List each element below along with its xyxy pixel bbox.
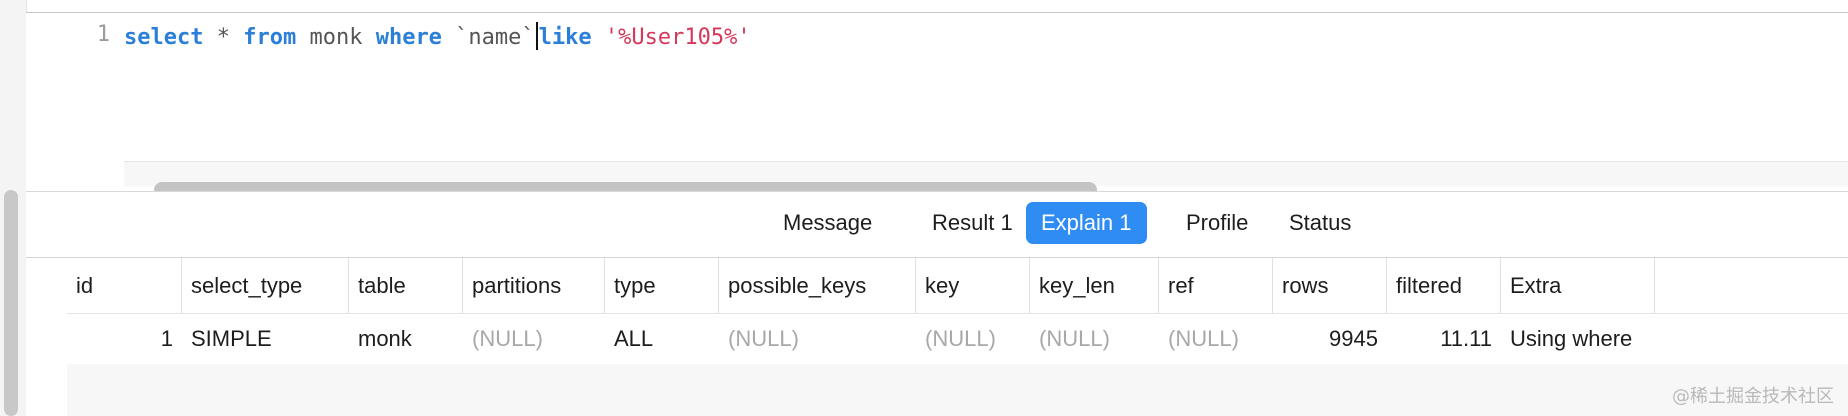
grid-empty-area: [67, 364, 1848, 416]
cell-partitions[interactable]: (NULL): [472, 326, 543, 351]
line-number: 1: [96, 22, 110, 47]
table-token: monk: [296, 25, 376, 50]
row-gutter: [26, 258, 68, 416]
cell-rows[interactable]: 9945: [1329, 326, 1378, 351]
column-header-filtered[interactable]: filtered: [1387, 258, 1501, 313]
cell-possible-keys[interactable]: (NULL): [728, 326, 799, 351]
top-border: [26, 12, 1848, 13]
string-literal: '%User105%': [591, 25, 751, 50]
explain-grid: id select_type table partitions type pos…: [26, 258, 1848, 416]
keyword-where: where: [375, 25, 442, 50]
cell-ref[interactable]: (NULL): [1168, 326, 1239, 351]
tab-explain-1[interactable]: Explain 1: [1026, 202, 1147, 244]
table-row[interactable]: 1 SIMPLE monk (NULL) ALL (NULL) (NULL) (…: [67, 314, 1848, 364]
column-header-extra[interactable]: Extra: [1501, 258, 1655, 313]
column-header-key[interactable]: key: [916, 258, 1030, 313]
cell-table[interactable]: monk: [358, 326, 412, 351]
column-header-id[interactable]: id: [67, 258, 182, 313]
panel-divider[interactable]: [26, 191, 1848, 192]
left-rail: [0, 0, 27, 416]
keyword-select: select: [124, 25, 204, 50]
column-header-type[interactable]: type: [605, 258, 719, 313]
watermark: @稀土掘金技术社区: [1672, 386, 1834, 407]
star-token: *: [203, 25, 244, 50]
horizontal-scrollbar[interactable]: [124, 161, 1848, 198]
sql-editor[interactable]: 1 select * from monk where `name`like '%…: [26, 13, 1848, 198]
text-caret: [535, 22, 538, 50]
cell-key-len[interactable]: (NULL): [1039, 326, 1110, 351]
cell-filtered[interactable]: 11.11: [1440, 326, 1492, 351]
keyword-from: from: [243, 25, 297, 50]
keyword-like: like: [538, 25, 592, 50]
tab-profile[interactable]: Profile: [1186, 210, 1249, 235]
column-header-partitions[interactable]: partitions: [463, 258, 605, 313]
tab-message[interactable]: Message: [783, 210, 873, 235]
vertical-scrollbar-thumb[interactable]: [4, 190, 18, 416]
column-token: `name`: [441, 25, 535, 50]
code-line[interactable]: select * from monk where `name`like '%Us…: [124, 22, 751, 50]
result-tabs: Message Result 1 Explain 1 Profile Statu…: [26, 192, 1848, 258]
column-header-rows[interactable]: rows: [1273, 258, 1387, 313]
cell-id[interactable]: 1: [160, 326, 173, 351]
column-header-ref[interactable]: ref: [1159, 258, 1273, 313]
tab-result-1[interactable]: Result 1: [932, 210, 1013, 235]
header-row: id select_type table partitions type pos…: [67, 258, 1848, 314]
cell-type[interactable]: ALL: [614, 326, 654, 351]
cell-extra[interactable]: Using where: [1510, 326, 1633, 351]
column-header-key-len[interactable]: key_len: [1030, 258, 1159, 313]
column-header-select-type[interactable]: select_type: [182, 258, 349, 313]
cell-key[interactable]: (NULL): [925, 326, 996, 351]
column-header-possible-keys[interactable]: possible_keys: [719, 258, 916, 313]
tab-status[interactable]: Status: [1289, 210, 1352, 235]
column-header-table[interactable]: table: [349, 258, 463, 313]
cell-select-type[interactable]: SIMPLE: [191, 326, 272, 351]
line-number-gutter: 1: [26, 13, 122, 191]
